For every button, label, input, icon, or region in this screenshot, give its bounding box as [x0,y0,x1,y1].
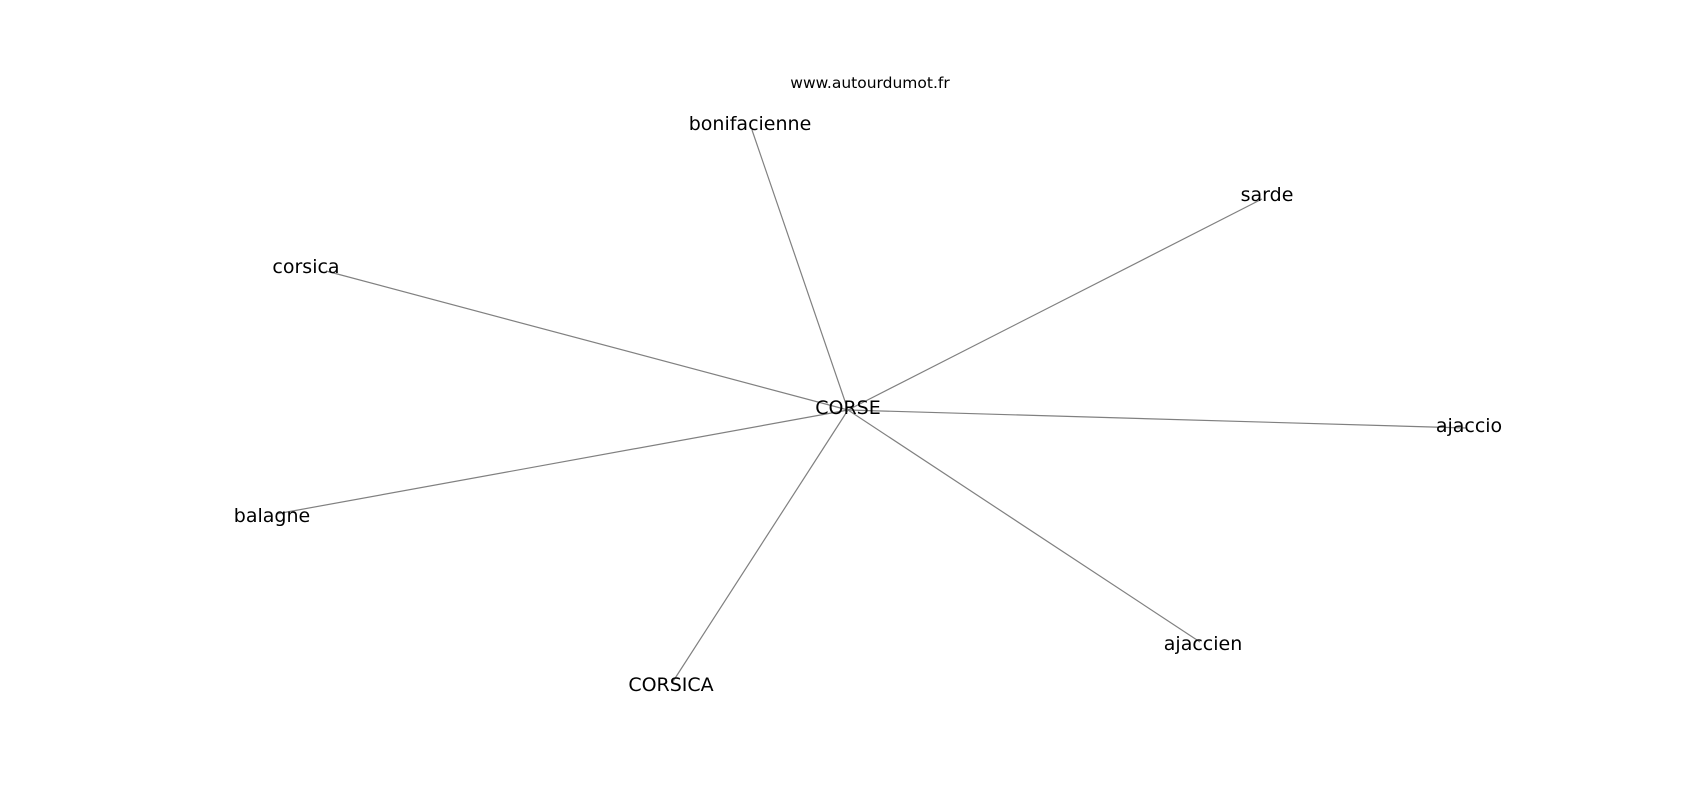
nodes: CORSE bonifacienne sarde corsica ajaccio… [234,113,1502,696]
node-balagne: balagne [234,505,310,527]
edge-sarde [847,198,1263,411]
node-center: CORSE [815,397,881,419]
edge-balagne [275,409,849,515]
edge-bonifacienne [751,129,849,411]
node-CORSICA: CORSICA [628,674,713,696]
edges [275,129,1467,684]
edge-corsica [325,270,849,411]
edge-ajaccien [847,409,1201,643]
node-ajaccien: ajaccien [1164,633,1242,655]
node-corsica: corsica [272,256,339,278]
site-credit: www.autourdumot.fr [790,74,950,92]
node-sarde: sarde [1241,184,1294,206]
edge-CORSICA [671,409,849,684]
node-bonifacienne: bonifacienne [689,113,812,135]
node-ajaccio: ajaccio [1436,415,1502,437]
edge-ajaccio [847,409,1467,429]
